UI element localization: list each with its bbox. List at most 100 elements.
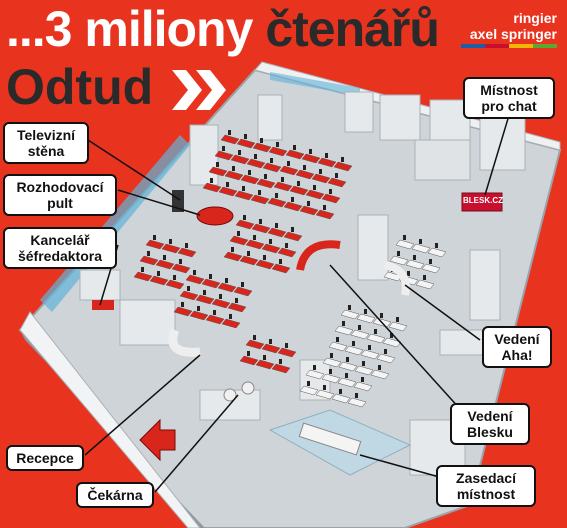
desk — [370, 369, 390, 380]
monitor-icon — [197, 306, 200, 311]
brand-color-bar — [461, 44, 557, 48]
monitor-icon — [374, 329, 377, 334]
desk — [202, 182, 222, 193]
label-line: šéfredaktora — [17, 248, 103, 264]
desk — [285, 149, 305, 160]
monitor-icon — [291, 197, 294, 202]
headline-highlight: čtenářů — [265, 1, 440, 57]
monitor-icon — [319, 169, 322, 174]
monitor-icon — [396, 317, 399, 322]
wall-block — [469, 249, 501, 321]
desk — [273, 181, 293, 192]
monitor-icon — [235, 298, 238, 303]
ringier-axel-springer-logo: ringier axel springer — [461, 10, 557, 48]
desk — [289, 185, 309, 196]
pointer-line — [117, 189, 201, 216]
monitor-icon — [285, 343, 288, 348]
desk — [356, 313, 376, 324]
desk — [246, 158, 266, 169]
desk — [235, 219, 255, 230]
monitor-icon — [269, 239, 272, 244]
pointer-line — [404, 284, 481, 341]
monitor-icon — [339, 389, 342, 394]
desk — [283, 231, 303, 242]
desk — [315, 389, 335, 400]
monitor-icon — [248, 170, 251, 175]
monitor-icon — [173, 275, 176, 280]
blesk-screen — [461, 192, 503, 212]
desk — [299, 205, 319, 216]
desk — [321, 193, 341, 204]
monitor-icon — [242, 186, 245, 191]
label-line: Televizní — [16, 127, 76, 143]
window-strip-back — [270, 72, 360, 96]
wall-block — [344, 91, 374, 133]
desk — [211, 298, 231, 309]
desk — [427, 247, 447, 258]
monitor-icon — [275, 193, 278, 198]
waiting-chair — [223, 388, 237, 402]
monitor-icon — [309, 149, 312, 154]
pointer-line — [359, 454, 451, 481]
pointer-line — [484, 111, 511, 196]
monitor-icon — [329, 369, 332, 374]
desk — [208, 166, 228, 177]
label-recepce: Recepce — [6, 445, 84, 471]
desk — [322, 357, 342, 368]
desk — [239, 355, 259, 366]
monitor-icon — [313, 185, 316, 190]
subhead: Odtud — [6, 59, 154, 115]
monitor-icon — [263, 255, 266, 260]
wall-block — [357, 214, 389, 281]
monitor-icon — [147, 251, 150, 256]
monitor-icon — [226, 182, 229, 187]
meeting-table — [298, 422, 362, 456]
desk — [415, 279, 435, 290]
desk — [201, 278, 221, 289]
wall-block — [257, 94, 283, 141]
desk — [267, 227, 287, 238]
monitor-icon — [259, 219, 262, 224]
monitor-icon — [225, 278, 228, 283]
monitor-icon — [238, 150, 241, 155]
label-line: Místnost — [480, 82, 538, 98]
label-line: stěna — [27, 143, 65, 159]
monitor-icon — [348, 305, 351, 310]
wall-block — [379, 94, 421, 141]
desk — [376, 353, 396, 364]
desk — [189, 310, 209, 321]
monitor-icon — [330, 353, 333, 358]
desk — [229, 235, 249, 246]
desk — [133, 271, 153, 282]
monitor-icon — [336, 337, 339, 342]
desk — [256, 178, 276, 189]
monitor-icon — [285, 243, 288, 248]
label-line: Recepce — [16, 450, 74, 466]
monitor-icon — [313, 365, 316, 370]
monitor-icon — [407, 271, 410, 276]
brand-color-3 — [509, 44, 533, 48]
desk — [347, 397, 367, 408]
brand-line2: axel springer — [469, 26, 557, 42]
desk — [261, 243, 281, 254]
label-line: Rozhodovací — [16, 179, 104, 195]
label-line: pult — [47, 195, 73, 211]
desk — [161, 243, 181, 254]
monitor-icon — [293, 145, 296, 150]
desk — [268, 146, 288, 157]
blesk-curved-desk — [296, 240, 341, 271]
pointer-line — [84, 354, 201, 456]
desk — [171, 263, 191, 274]
desk — [234, 190, 254, 201]
desk — [305, 189, 325, 200]
desk — [305, 369, 325, 380]
desk — [311, 173, 331, 184]
label-zasedaci-mistnost: Zasedací místnost — [436, 465, 536, 507]
desk — [315, 209, 335, 220]
monitor-icon — [276, 142, 279, 147]
monitor-icon — [352, 341, 355, 346]
desk — [382, 337, 402, 348]
pointer-line — [329, 264, 471, 421]
desk — [277, 247, 297, 258]
wall-block — [189, 124, 219, 186]
